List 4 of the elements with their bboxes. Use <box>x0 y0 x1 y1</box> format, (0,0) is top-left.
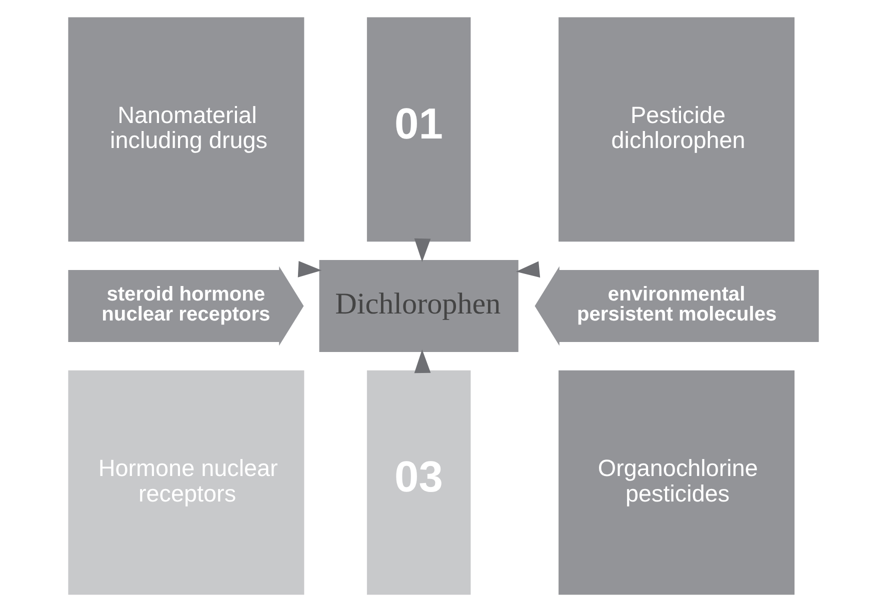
arrow <box>414 349 430 374</box>
arrow <box>297 260 322 278</box>
arrow <box>515 261 540 278</box>
arrow <box>414 238 430 262</box>
